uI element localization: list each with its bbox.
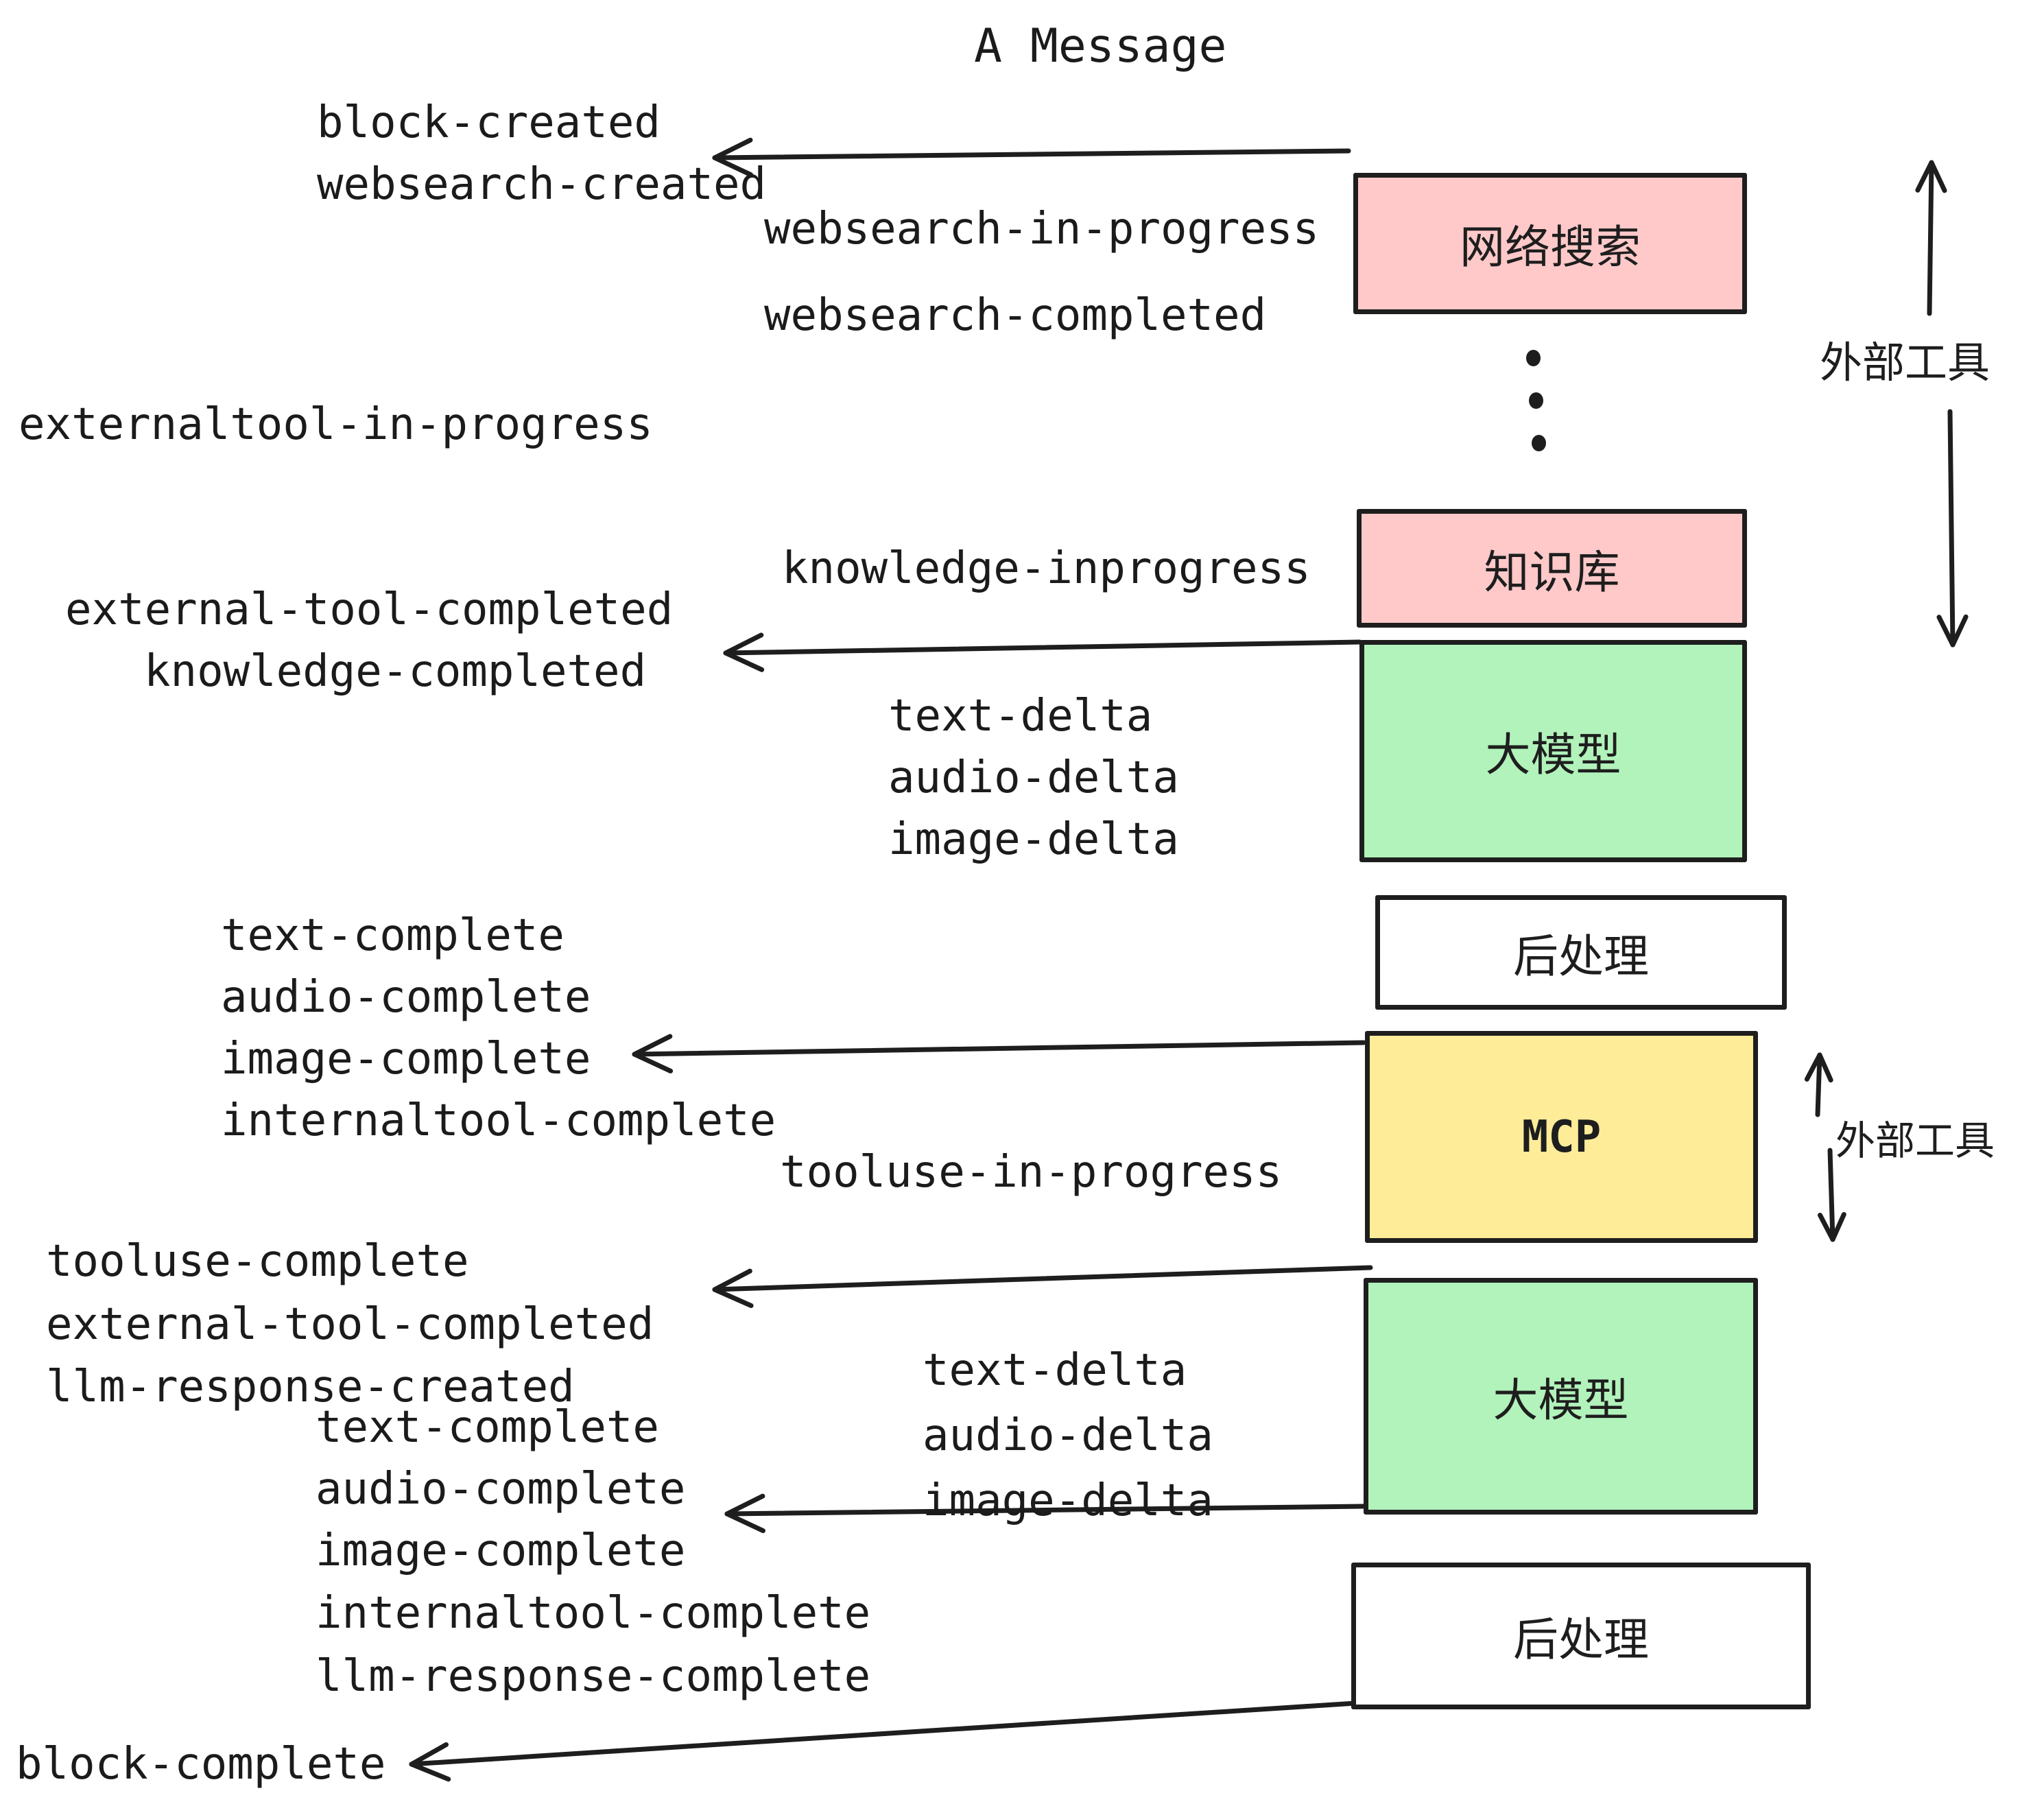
event-websearch-in-progress: websearch-in-progress bbox=[764, 204, 1320, 254]
event-llm-response-complete: llm-response-complete bbox=[316, 1651, 871, 1702]
box-label-websearch: 网络搜索 bbox=[1460, 221, 1641, 274]
event-block-complete: block-complete bbox=[16, 1739, 386, 1790]
event-image-complete-2: image-complete bbox=[316, 1526, 686, 1576]
box-post-2: 后处理 bbox=[1351, 1563, 1811, 1709]
event-text-delta-2: text-delta bbox=[923, 1345, 1187, 1396]
event-internaltool-complete-1: internaltool-complete bbox=[221, 1095, 776, 1146]
ellipsis-dot-2 bbox=[1529, 392, 1543, 409]
event-websearch-created: websearch-created bbox=[317, 159, 767, 210]
event-audio-complete-1: audio-complete bbox=[221, 972, 591, 1023]
arrow-external-tools-up-2 bbox=[1804, 1052, 1833, 1117]
event-text-complete-2: text-complete bbox=[316, 1402, 659, 1453]
arrow-external-tools-up-1 bbox=[1915, 160, 1947, 316]
event-knowledge-inprogress: knowledge-inprogress bbox=[782, 543, 1311, 594]
event-audio-delta-1: audio-delta bbox=[888, 752, 1179, 803]
arrow-to-tooluse-complete bbox=[712, 1265, 1373, 1308]
box-label-llm-1: 大模型 bbox=[1485, 728, 1621, 781]
event-knowledge-completed: knowledge-completed bbox=[144, 646, 647, 697]
event-external-tool-completed-1: external-tool-completed bbox=[65, 584, 674, 635]
event-llm-response-created: llm-response-created bbox=[46, 1362, 575, 1412]
event-external-tool-completed-2: external-tool-completed bbox=[46, 1299, 654, 1350]
box-label-llm-2: 大模型 bbox=[1493, 1373, 1629, 1427]
box-label-knowledge: 知识库 bbox=[1484, 545, 1620, 599]
arrow-external-tools-down-1 bbox=[1936, 409, 1969, 648]
box-websearch: 网络搜索 bbox=[1353, 173, 1747, 314]
arrow-to-image-complete bbox=[632, 1034, 1366, 1073]
box-label-mcp: MCP bbox=[1521, 1111, 1602, 1163]
arrow-to-block-complete bbox=[409, 1700, 1369, 1782]
event-tooluse-in-progress: tooluse-in-progress bbox=[780, 1147, 1283, 1198]
event-tooluse-complete: tooluse-complete bbox=[46, 1236, 469, 1287]
event-audio-delta-2: audio-delta bbox=[923, 1410, 1213, 1461]
event-audio-complete-2: audio-complete bbox=[316, 1464, 686, 1515]
arrow-to-knowledge-completed bbox=[723, 632, 1362, 672]
event-websearch-completed: websearch-completed bbox=[764, 290, 1267, 341]
event-image-complete-1: image-complete bbox=[221, 1034, 591, 1084]
event-internaltool-complete-2: internaltool-complete bbox=[316, 1588, 871, 1639]
event-image-delta-1: image-delta bbox=[888, 814, 1179, 865]
event-externaltool-in-progress: externaltool-in-progress bbox=[19, 399, 653, 450]
arrow-to-block-created bbox=[712, 137, 1351, 178]
box-knowledge: 知识库 bbox=[1357, 509, 1747, 628]
box-mcp: MCP bbox=[1365, 1031, 1758, 1243]
box-post-1: 后处理 bbox=[1375, 895, 1787, 1010]
event-image-delta-2: image-delta bbox=[923, 1475, 1213, 1526]
ellipsis-dot-3 bbox=[1532, 435, 1546, 451]
event-text-complete-1: text-complete bbox=[221, 910, 565, 961]
event-text-delta-1: text-delta bbox=[888, 691, 1153, 741]
event-block-created: block-created bbox=[317, 97, 661, 148]
side-label-external-tools-mcp: 外部工具 bbox=[1835, 1117, 1995, 1164]
box-label-post-2: 后处理 bbox=[1513, 1613, 1649, 1666]
box-label-post-1: 后处理 bbox=[1513, 929, 1649, 983]
box-llm-2: 大模型 bbox=[1364, 1278, 1758, 1515]
ellipsis-dot-1 bbox=[1526, 350, 1541, 366]
page-title: A Message bbox=[974, 19, 1227, 73]
box-llm-1: 大模型 bbox=[1359, 640, 1747, 862]
side-label-external-tools-top: 外部工具 bbox=[1820, 337, 1990, 388]
